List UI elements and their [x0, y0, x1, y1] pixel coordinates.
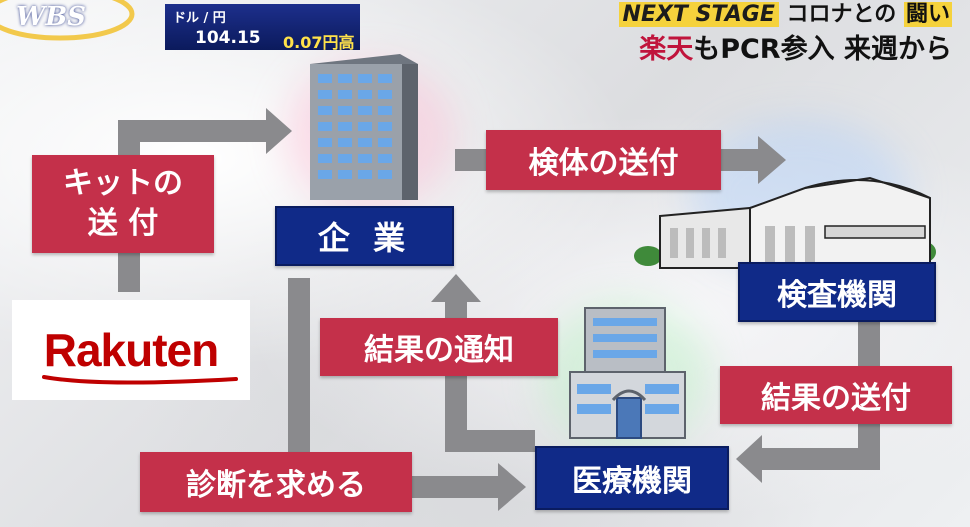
series-name: NEXT STAGE: [618, 2, 779, 27]
series-line: NEXT STAGE コロナとの 闘い: [618, 0, 952, 30]
wbs-logo-ring-icon: [0, 0, 135, 41]
node-company: 企 業: [275, 206, 454, 266]
flow-kit-send: キットの 送 付: [32, 155, 214, 253]
flow-kit-send-line1: キットの: [63, 166, 183, 201]
rakuten-logo: Rakuten: [12, 300, 250, 400]
arrow-result-horizontal: [760, 448, 880, 470]
lab-building-icon: [634, 176, 936, 269]
ticker-pair: ドル / 円: [173, 11, 226, 26]
ticker-rate: 104.15: [195, 28, 261, 48]
ticker-change: 0.07円高: [283, 33, 355, 52]
arrow-diagnosis-vertical: [288, 278, 310, 476]
flow-result-notify: 結果の通知: [320, 318, 558, 376]
series-topic-a: コロナとの: [786, 2, 897, 27]
headline-brand: 楽天: [639, 34, 694, 65]
series-topic-b: 闘い: [903, 2, 952, 27]
arrow-notify-horizontal: [445, 430, 535, 452]
headline: 楽天もPCR参入 来週から: [619, 32, 952, 68]
rakuten-swoosh-icon: [41, 375, 238, 385]
wbs-logo-text: WBS: [16, 2, 86, 32]
arrow-kit-head: [266, 108, 292, 154]
flow-seek-diagnosis: 診断を求める: [140, 452, 412, 512]
wbs-logo: WBS: [0, 0, 140, 42]
flow-specimen-send: 検体の送付: [486, 130, 721, 190]
flow-kit-send-line2: 送 付: [87, 206, 159, 241]
headline-rest: もPCR参入 来週から: [693, 34, 952, 65]
rakuten-wordmark: Rakuten: [43, 324, 219, 376]
medical-building-icon: [569, 307, 686, 439]
arrow-kit-horizontal: [118, 120, 268, 142]
flow-result-send: 結果の送付: [720, 366, 952, 424]
node-lab: 検査機関: [738, 262, 936, 322]
node-medical: 医療機関: [535, 446, 729, 510]
program-title: NEXT STAGE コロナとの 闘い 楽天もPCR参入 来週から: [618, 0, 952, 68]
arrow-diagnosis-head: [498, 463, 526, 511]
exchange-ticker: ドル / 円 104.15 0.07円高: [165, 4, 360, 52]
arrow-specimen-head: [758, 136, 786, 184]
company-building-icon: [310, 54, 418, 200]
arrow-notify-head: [431, 274, 481, 302]
arrow-result-head: [736, 435, 762, 483]
